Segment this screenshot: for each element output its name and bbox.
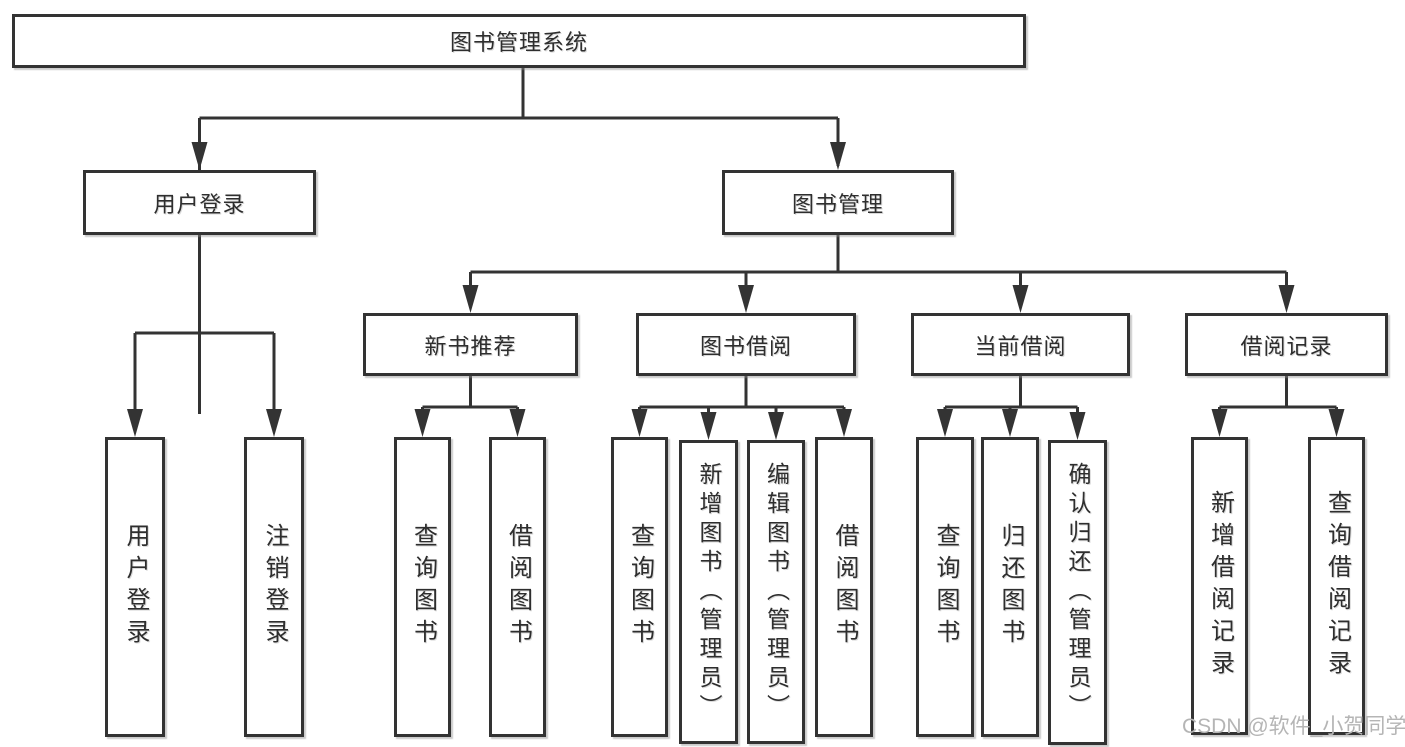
node-root-label: 图书管理系统 <box>449 30 588 55</box>
leaf-confirm-return-admin: 确认归还（管理员） <box>1048 440 1107 745</box>
node-new-book-recommend-label: 新书推荐 <box>424 333 517 359</box>
leaf-borrow-books-borrow-label: 借阅图书 <box>831 523 858 651</box>
leaf-query-borrow-record: 查询借阅记录 <box>1308 437 1365 735</box>
node-book-borrow-label: 图书借阅 <box>699 333 792 359</box>
leaf-query-books-borrow: 查询图书 <box>611 437 668 737</box>
leaf-logout: 注销登录 <box>244 437 304 737</box>
node-borrow-records: 借阅记录 <box>1185 313 1388 376</box>
node-user-login-label: 用户登录 <box>153 191 246 217</box>
node-current-borrow-label: 当前借阅 <box>974 333 1067 359</box>
leaf-query-books-recommend: 查询图书 <box>394 437 451 737</box>
leaf-borrow-books-recommend: 借阅图书 <box>489 437 546 737</box>
leaf-edit-book-admin-label: 编辑图书（管理员） <box>763 461 790 723</box>
csdn-watermark: CSDN @软件_小贺同学 <box>1182 715 1405 738</box>
leaf-add-book-admin: 新增图书（管理员） <box>679 440 738 744</box>
edge-records-to-leaves <box>1211 376 1345 437</box>
leaf-confirm-return-admin-label: 确认归还（管理员） <box>1065 462 1091 723</box>
leaf-borrow-books-recommend-label: 借阅图书 <box>504 523 532 651</box>
leaf-query-borrow-record-label: 查询借阅记录 <box>1323 490 1351 682</box>
leaf-query-books-current: 查询图书 <box>916 437 974 737</box>
node-borrow-records-label: 借阅记录 <box>1240 333 1333 359</box>
edge-bookmgmt-to-sections <box>462 235 1295 313</box>
leaf-add-borrow-record-label: 新增借阅记录 <box>1206 490 1234 682</box>
edge-borrow-to-leaves <box>631 376 852 440</box>
leaf-return-book: 归还图书 <box>981 437 1039 737</box>
leaf-borrow-books-borrow: 借阅图书 <box>815 437 873 737</box>
edge-root-to-level1 <box>191 68 846 414</box>
node-user-login: 用户登录 <box>83 170 316 235</box>
node-new-book-recommend: 新书推荐 <box>363 313 578 376</box>
leaf-query-books-borrow-label: 查询图书 <box>626 523 654 651</box>
node-current-borrow: 当前借阅 <box>911 313 1130 376</box>
leaf-add-book-admin-label: 新增图书（管理员） <box>696 461 722 723</box>
node-root: 图书管理系统 <box>12 14 1026 68</box>
node-book-management: 图书管理 <box>722 170 954 235</box>
edge-userlogin-to-leaves <box>127 235 282 437</box>
edge-current-to-leaves <box>937 376 1086 440</box>
leaf-logout-label: 注销登录 <box>261 523 288 651</box>
node-book-management-label: 图书管理 <box>791 191 884 217</box>
leaf-return-book-label: 归还图书 <box>997 523 1024 651</box>
leaf-user-login: 用户登录 <box>105 437 165 737</box>
node-book-borrow: 图书借阅 <box>636 313 856 376</box>
leaf-edit-book-admin: 编辑图书（管理员） <box>747 440 805 744</box>
edge-newbooks-to-leaves <box>414 376 526 437</box>
leaf-query-books-recommend-label: 查询图书 <box>409 523 437 651</box>
leaf-user-login-label: 用户登录 <box>122 523 149 651</box>
leaf-query-books-current-label: 查询图书 <box>932 523 959 651</box>
leaf-add-borrow-record: 新增借阅记录 <box>1191 437 1248 735</box>
